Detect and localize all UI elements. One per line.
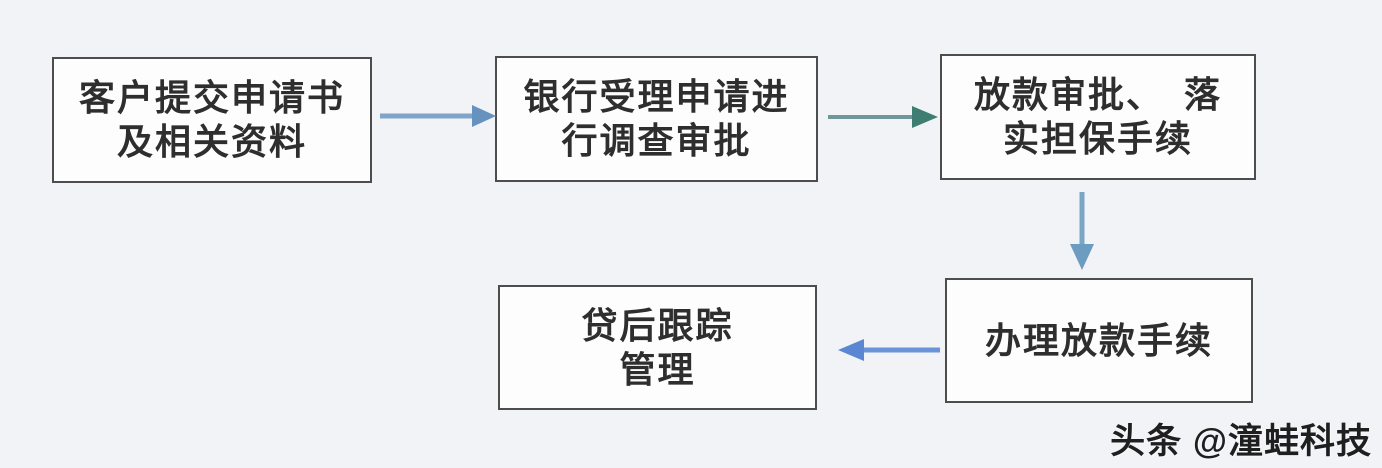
flow-node-label-line: 贷后跟踪 bbox=[581, 304, 734, 346]
arrow-right-icon-customer-to-bank bbox=[380, 105, 496, 127]
flow-node-label-line: 办理放款手续 bbox=[984, 319, 1213, 361]
flow-node-label-line: 客户提交申请书 bbox=[78, 77, 345, 119]
watermark-toutiao: 头条 @潼蛙科技 bbox=[1110, 422, 1372, 461]
flow-node-disbursement: 办理放款手续 bbox=[945, 278, 1253, 403]
arrow-head bbox=[472, 105, 496, 127]
flow-node-label-line: 放款审批、 落 bbox=[973, 74, 1222, 116]
flow-node-label-line: 及相关资料 bbox=[116, 121, 307, 162]
flow-node-label-line: 行调查审批 bbox=[561, 120, 752, 161]
arrow-left-icon-disbursement-to-postloan bbox=[838, 339, 940, 361]
arrow-head bbox=[1070, 244, 1094, 270]
flow-node-post-loan: 贷后跟踪 管理 bbox=[498, 285, 817, 410]
flow-node-loan-approval: 放款审批、 落 实担保手续 bbox=[940, 54, 1256, 180]
arrow-down-icon-approval-to-disbursement bbox=[1070, 192, 1094, 270]
arrow-right-icon-bank-to-approval bbox=[828, 106, 938, 128]
flow-node-label-line: 实担保手续 bbox=[1002, 118, 1193, 159]
arrow-head bbox=[838, 339, 864, 361]
flow-node-label-line: 管理 bbox=[619, 348, 696, 390]
arrow-head bbox=[912, 106, 938, 128]
flow-node-label-line: 银行受理申请进 bbox=[523, 76, 790, 118]
flow-node-bank-review: 银行受理申请进 行调查审批 bbox=[495, 56, 818, 182]
flow-node-customer-application: 客户提交申请书 及相关资料 bbox=[52, 57, 372, 183]
